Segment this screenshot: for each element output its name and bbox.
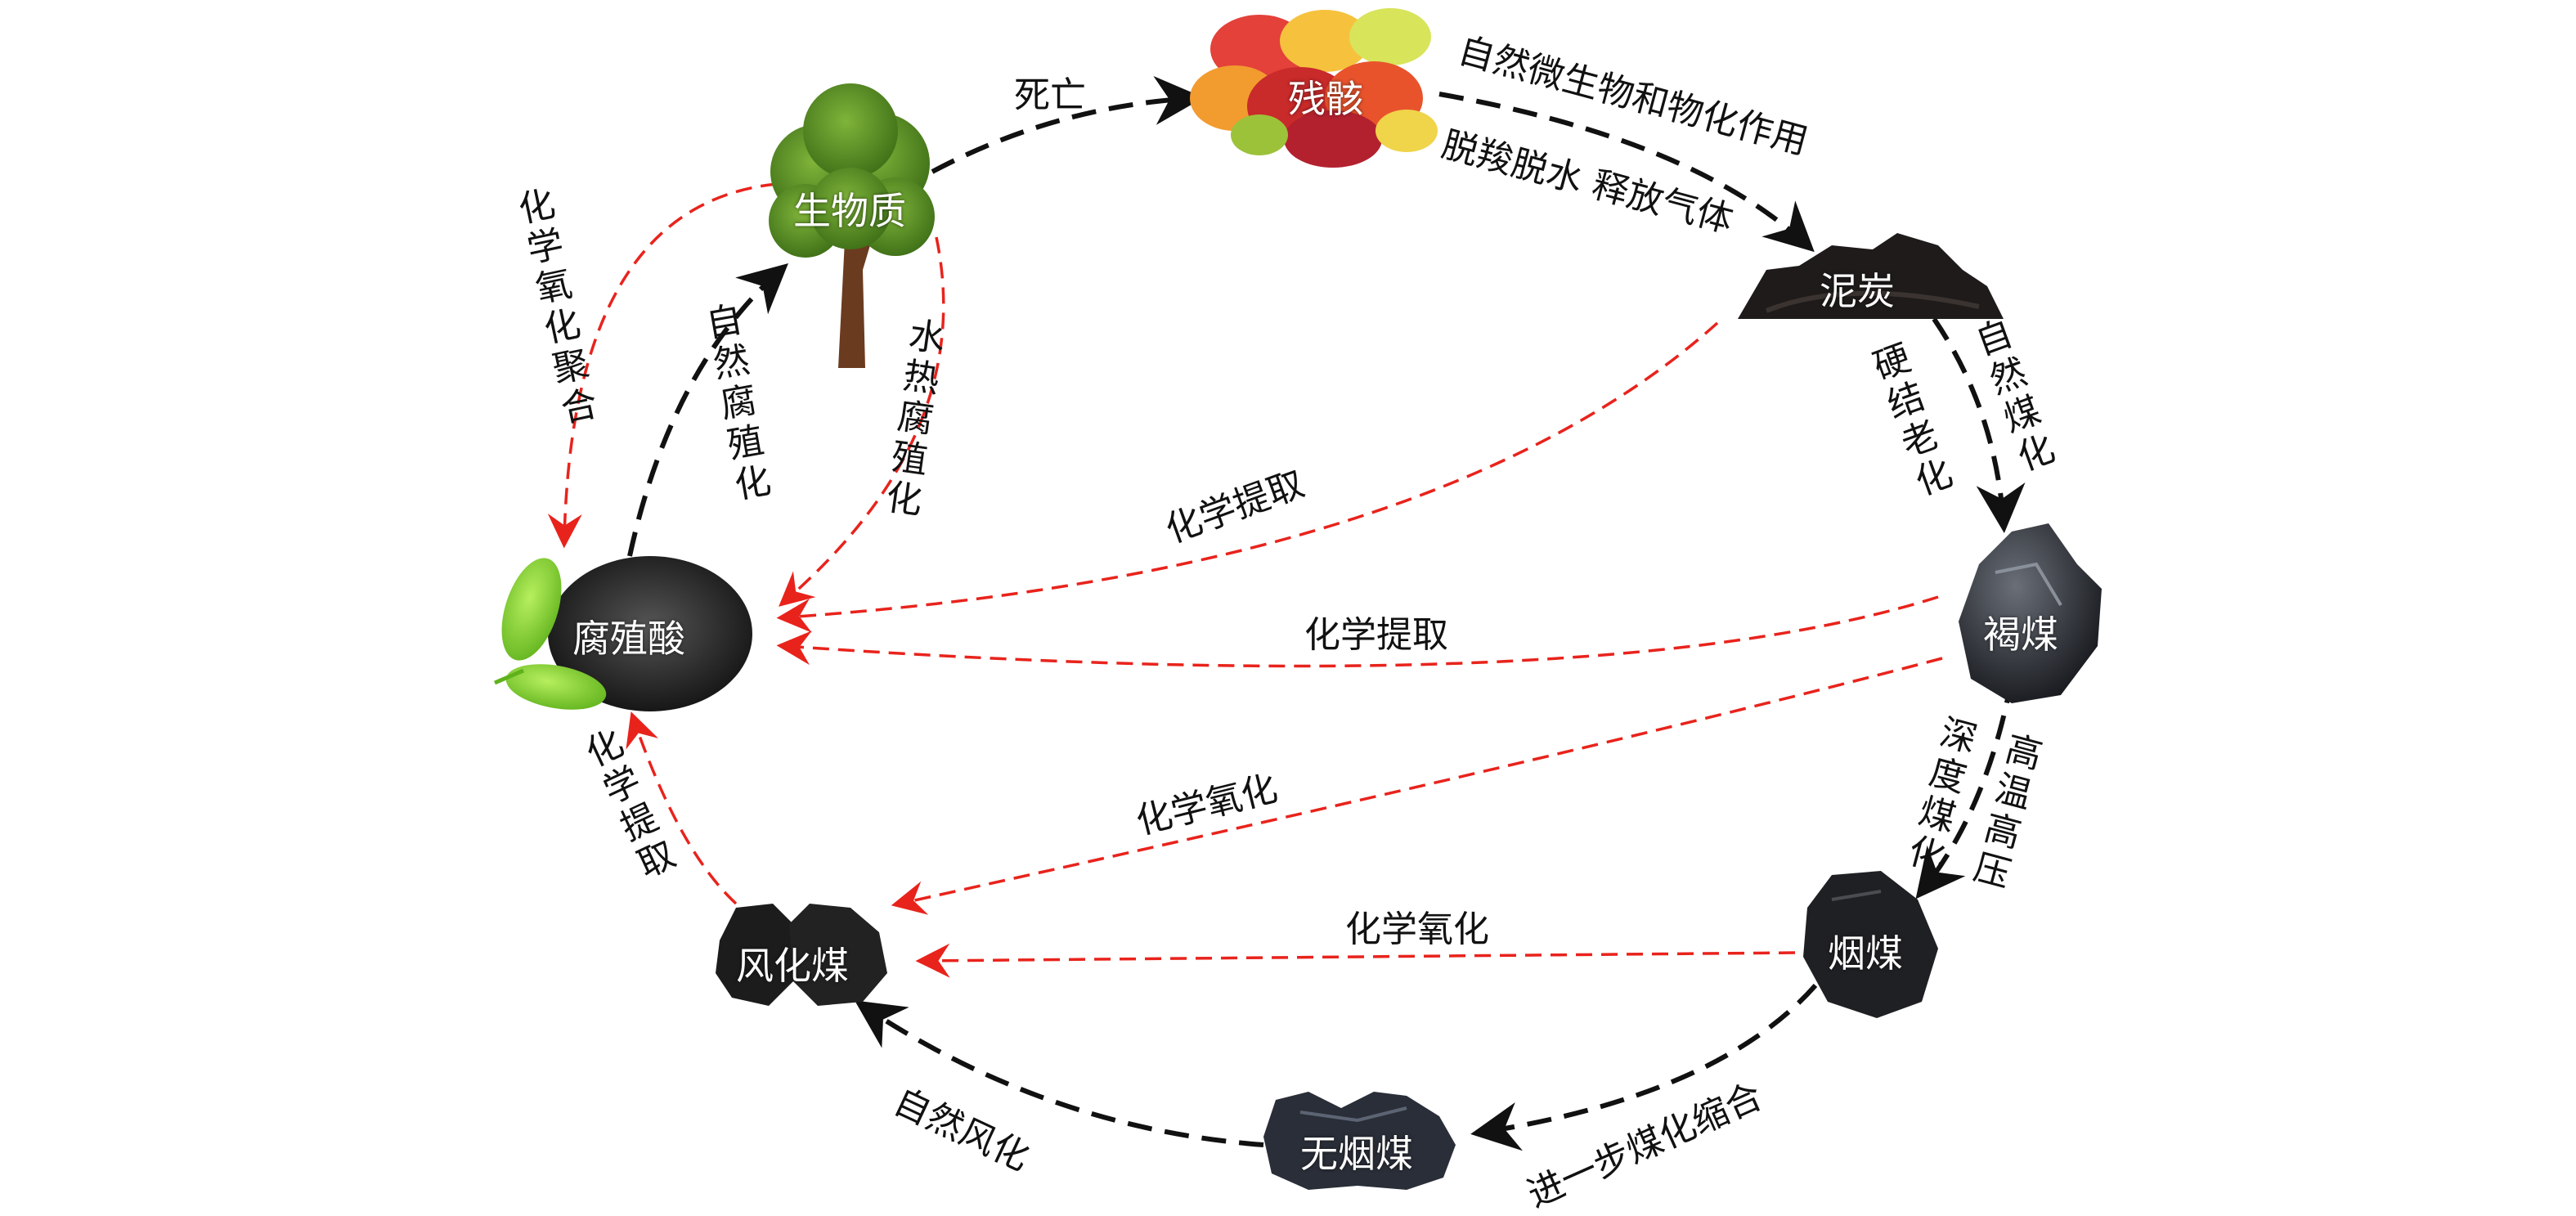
arrow-bituminous-to-anthracite <box>1470 984 1818 1151</box>
arrow-peat-to-lignite <box>1932 317 2026 533</box>
arrow-peat-extraction <box>776 321 1719 633</box>
peat-icon <box>1738 233 2004 319</box>
chemical-route-arrows <box>547 182 1943 978</box>
anthracite-icon <box>1263 1092 1456 1190</box>
node-label-humic-acid: 腐殖酸 <box>572 617 685 661</box>
arrow-remains-to-peat <box>1438 92 1815 253</box>
arrow-humic-to-biomass <box>627 263 788 557</box>
label-oxidation-of-bituminous: 化学氧化 <box>1345 909 1489 950</box>
arrow-bituminous-oxidation <box>915 943 1796 978</box>
bituminous-coal-icon <box>1803 871 1938 1018</box>
weathered-coal-icon <box>716 904 887 1006</box>
humic-acid-icon <box>494 556 752 711</box>
node-label-anthracite: 无烟煤 <box>1300 1132 1413 1176</box>
node-label-remains: 残骸 <box>1288 77 1363 121</box>
node-label-lignite: 褐煤 <box>1983 612 2058 657</box>
arrow-lignite-oxidation <box>891 657 1943 915</box>
label-extraction-from-lignite: 化学提取 <box>1304 614 1448 656</box>
leaves-icon <box>1190 8 1438 168</box>
label-death: 死亡 <box>1014 74 1086 116</box>
arrow-biomass-hydrothermal <box>779 236 945 607</box>
arrow-lignite-to-bituminous <box>1915 678 2014 900</box>
node-label-biomass: 生物质 <box>793 189 906 233</box>
arrow-anthracite-to-weathered <box>855 1000 1264 1147</box>
arrow-biomass-oxidative-polymerization <box>547 182 778 549</box>
arrow-weathered-extraction <box>626 711 738 905</box>
node-label-bituminous: 烟煤 <box>1828 931 1903 976</box>
tree-icon <box>769 83 935 368</box>
node-label-weathered-coal: 风化煤 <box>736 944 849 988</box>
node-label-peat: 泥炭 <box>1820 269 1895 313</box>
natural-cycle-arrows <box>627 75 2026 1151</box>
arrow-lignite-extraction <box>776 595 1939 668</box>
arrow-biomass-to-remains <box>931 75 1204 174</box>
lignite-icon <box>1959 523 2102 703</box>
